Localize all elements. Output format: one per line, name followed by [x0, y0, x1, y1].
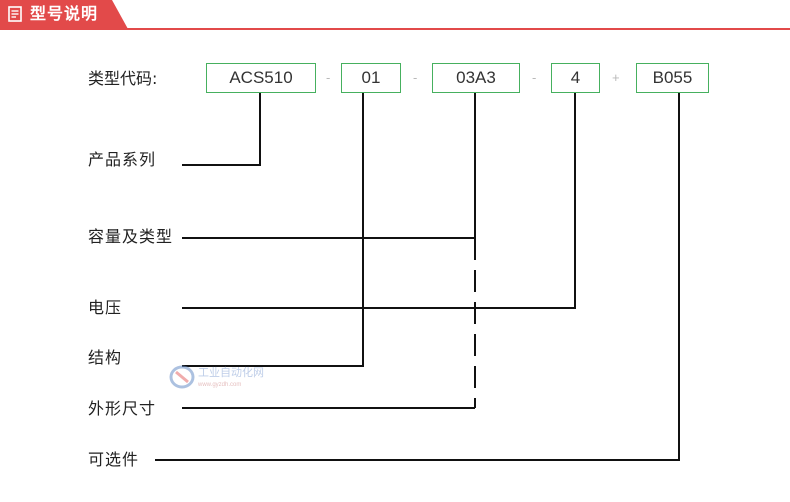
code-separator: +: [612, 70, 620, 85]
header-underline: [0, 28, 790, 30]
code-separator: -: [413, 70, 418, 85]
code-segment-rating: 03A3: [432, 63, 520, 93]
field-label-product-series: 产品系列: [88, 150, 157, 169]
code-segment-options: B055: [636, 63, 709, 93]
connector-options: [155, 93, 680, 461]
code-segment-construction: 01: [341, 63, 401, 93]
field-label-frame-size: 外形尺寸: [88, 399, 157, 418]
document-icon: [8, 6, 22, 22]
field-label-voltage: 电压: [88, 298, 123, 317]
watermark-logo: 工业自动化网 www.gyzdh.com: [169, 365, 264, 389]
code-segment-series: ACS510: [206, 63, 316, 93]
connector-product-series: [182, 93, 261, 166]
field-label-capacity-type: 容量及类型: [88, 227, 174, 246]
connector-construction: [182, 93, 364, 367]
watermark-text-url: www.gyzdh.com: [197, 382, 241, 388]
code-separator: -: [532, 70, 537, 85]
section-header: 型号说明: [0, 0, 790, 32]
connector-voltage: [182, 93, 576, 309]
type-code-label: 类型代码:: [88, 69, 158, 88]
connector-capacity-type: [182, 93, 476, 239]
field-label-construction: 结构: [88, 348, 123, 367]
code-segment-voltage: 4: [551, 63, 600, 93]
code-separator: -: [326, 70, 331, 85]
section-title: 型号说明: [30, 4, 99, 23]
watermark-text-cn: 工业自动化网: [198, 365, 264, 379]
field-label-options: 可选件: [88, 450, 140, 469]
